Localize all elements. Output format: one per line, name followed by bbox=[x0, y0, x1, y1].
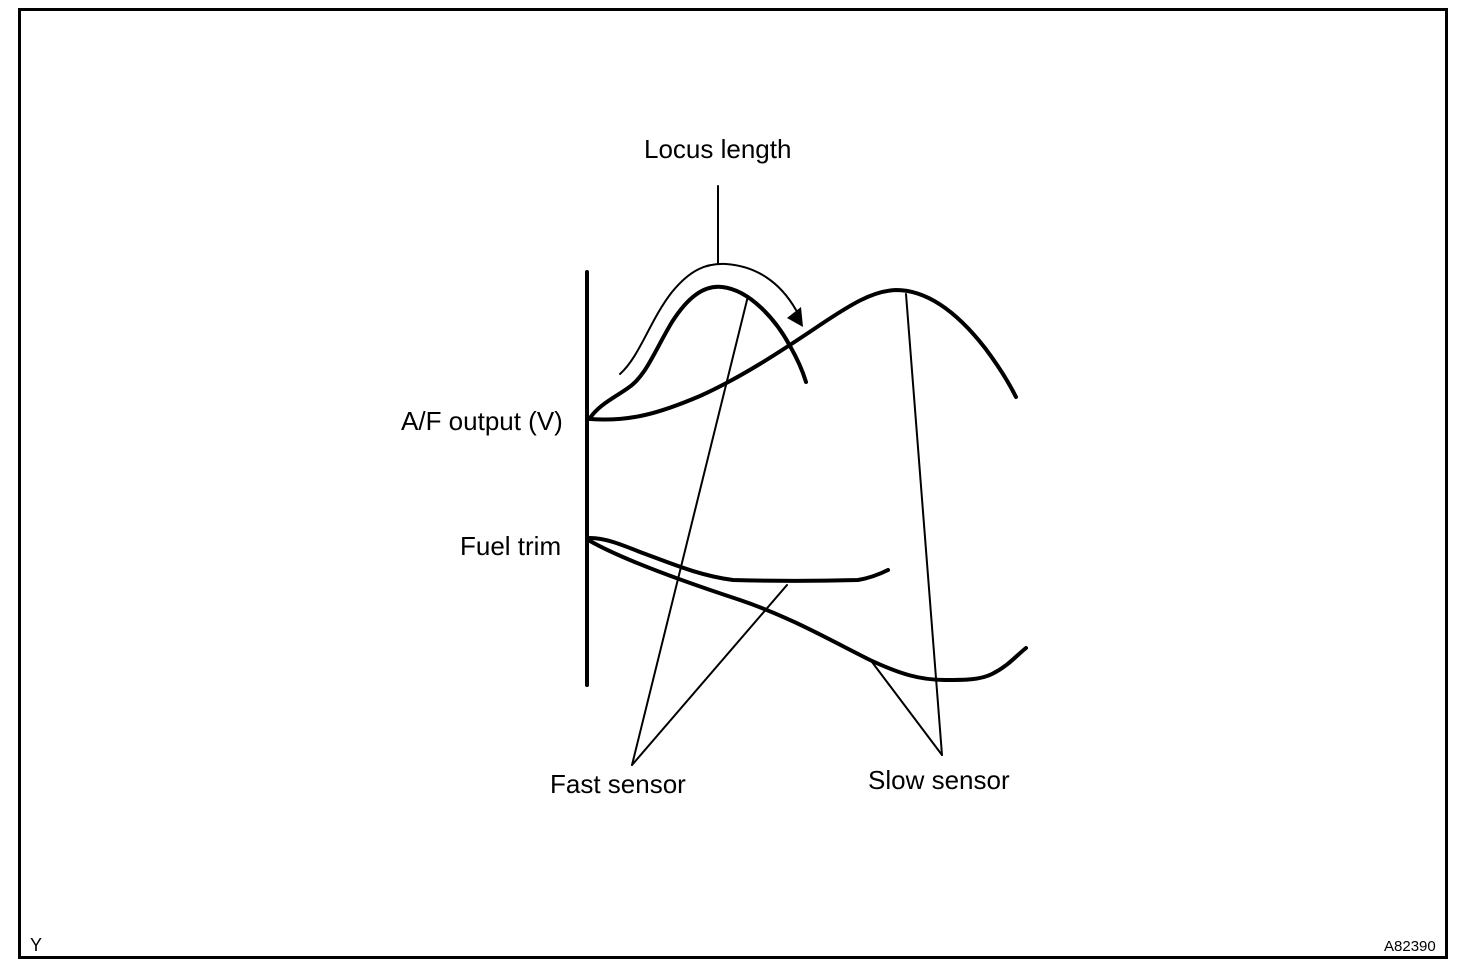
diagram-frame bbox=[18, 8, 1448, 959]
corner-mark-left: Y bbox=[30, 935, 42, 955]
slow-sensor-label: Slow sensor bbox=[868, 765, 1010, 795]
locus-length-arrowhead bbox=[787, 307, 803, 327]
af-output-label: A/F output (V) bbox=[401, 406, 563, 436]
fast-sensor-leader-fuel-trim bbox=[631, 584, 788, 766]
fast-sensor-fuel-trim-curve bbox=[588, 536, 890, 583]
slow-sensor-leader-fuel-trim bbox=[871, 661, 943, 756]
fast-sensor-leader-af bbox=[631, 295, 749, 766]
locus-length-arrow bbox=[619, 262, 797, 375]
slow-sensor-af-curve bbox=[588, 288, 1018, 422]
fuel-trim-label: Fuel trim bbox=[460, 531, 561, 561]
locus-length-label: Locus length bbox=[644, 134, 791, 164]
corner-mark-right: A82390 bbox=[1384, 938, 1436, 955]
fast-sensor-label: Fast sensor bbox=[550, 769, 686, 799]
slow-sensor-leader-af bbox=[905, 293, 943, 756]
slow-sensor-fuel-trim-curve bbox=[588, 539, 1028, 682]
